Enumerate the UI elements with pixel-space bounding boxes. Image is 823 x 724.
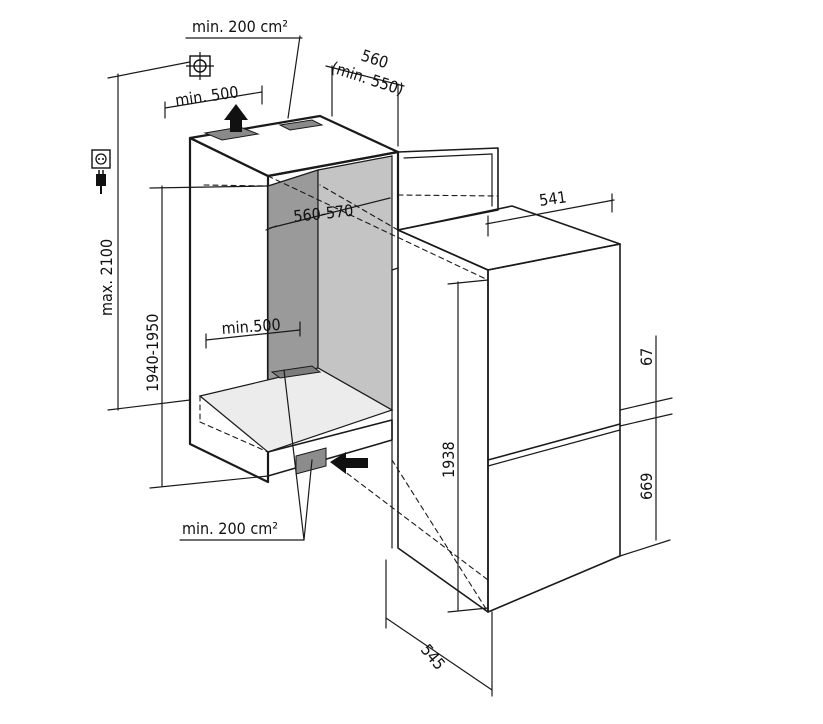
niche-cabinet bbox=[188, 114, 400, 484]
label-appliance-height: 1938 bbox=[439, 441, 458, 478]
label-top-vent-depth: min. 500 bbox=[174, 82, 240, 110]
label-niche-height: 1940-1950 bbox=[143, 314, 162, 392]
label-appliance-depth: 545 bbox=[417, 640, 449, 673]
appliance-body bbox=[267, 175, 621, 613]
label-appliance-width: 541 bbox=[538, 187, 568, 210]
dimension-lines bbox=[107, 35, 673, 697]
appliance-door-open bbox=[397, 147, 499, 231]
power-socket-icon bbox=[91, 149, 111, 169]
niche-inner-wall bbox=[317, 155, 393, 412]
airflow-arrows bbox=[224, 104, 368, 474]
vent-grille-icon bbox=[186, 52, 214, 80]
top-vent-slot bbox=[203, 126, 260, 141]
label-lower-door-height: 669 bbox=[637, 473, 656, 500]
door-split bbox=[487, 423, 621, 461]
airflow-arrow-icon bbox=[330, 452, 368, 474]
label-max-height: max. 2100 bbox=[97, 239, 116, 316]
label-top-vent-area: min. 200 cm² bbox=[192, 17, 288, 36]
airflow-arrow-icon bbox=[224, 104, 248, 132]
niche-back-wall bbox=[267, 169, 319, 387]
label-floor-vent-depth: min.500 bbox=[221, 315, 281, 338]
label-bottom-vent-area: min. 200 cm² bbox=[182, 519, 278, 538]
niche-outer-side bbox=[188, 136, 270, 484]
label-door-gap: 67 bbox=[637, 348, 656, 366]
power-plug-icon bbox=[96, 170, 106, 194]
